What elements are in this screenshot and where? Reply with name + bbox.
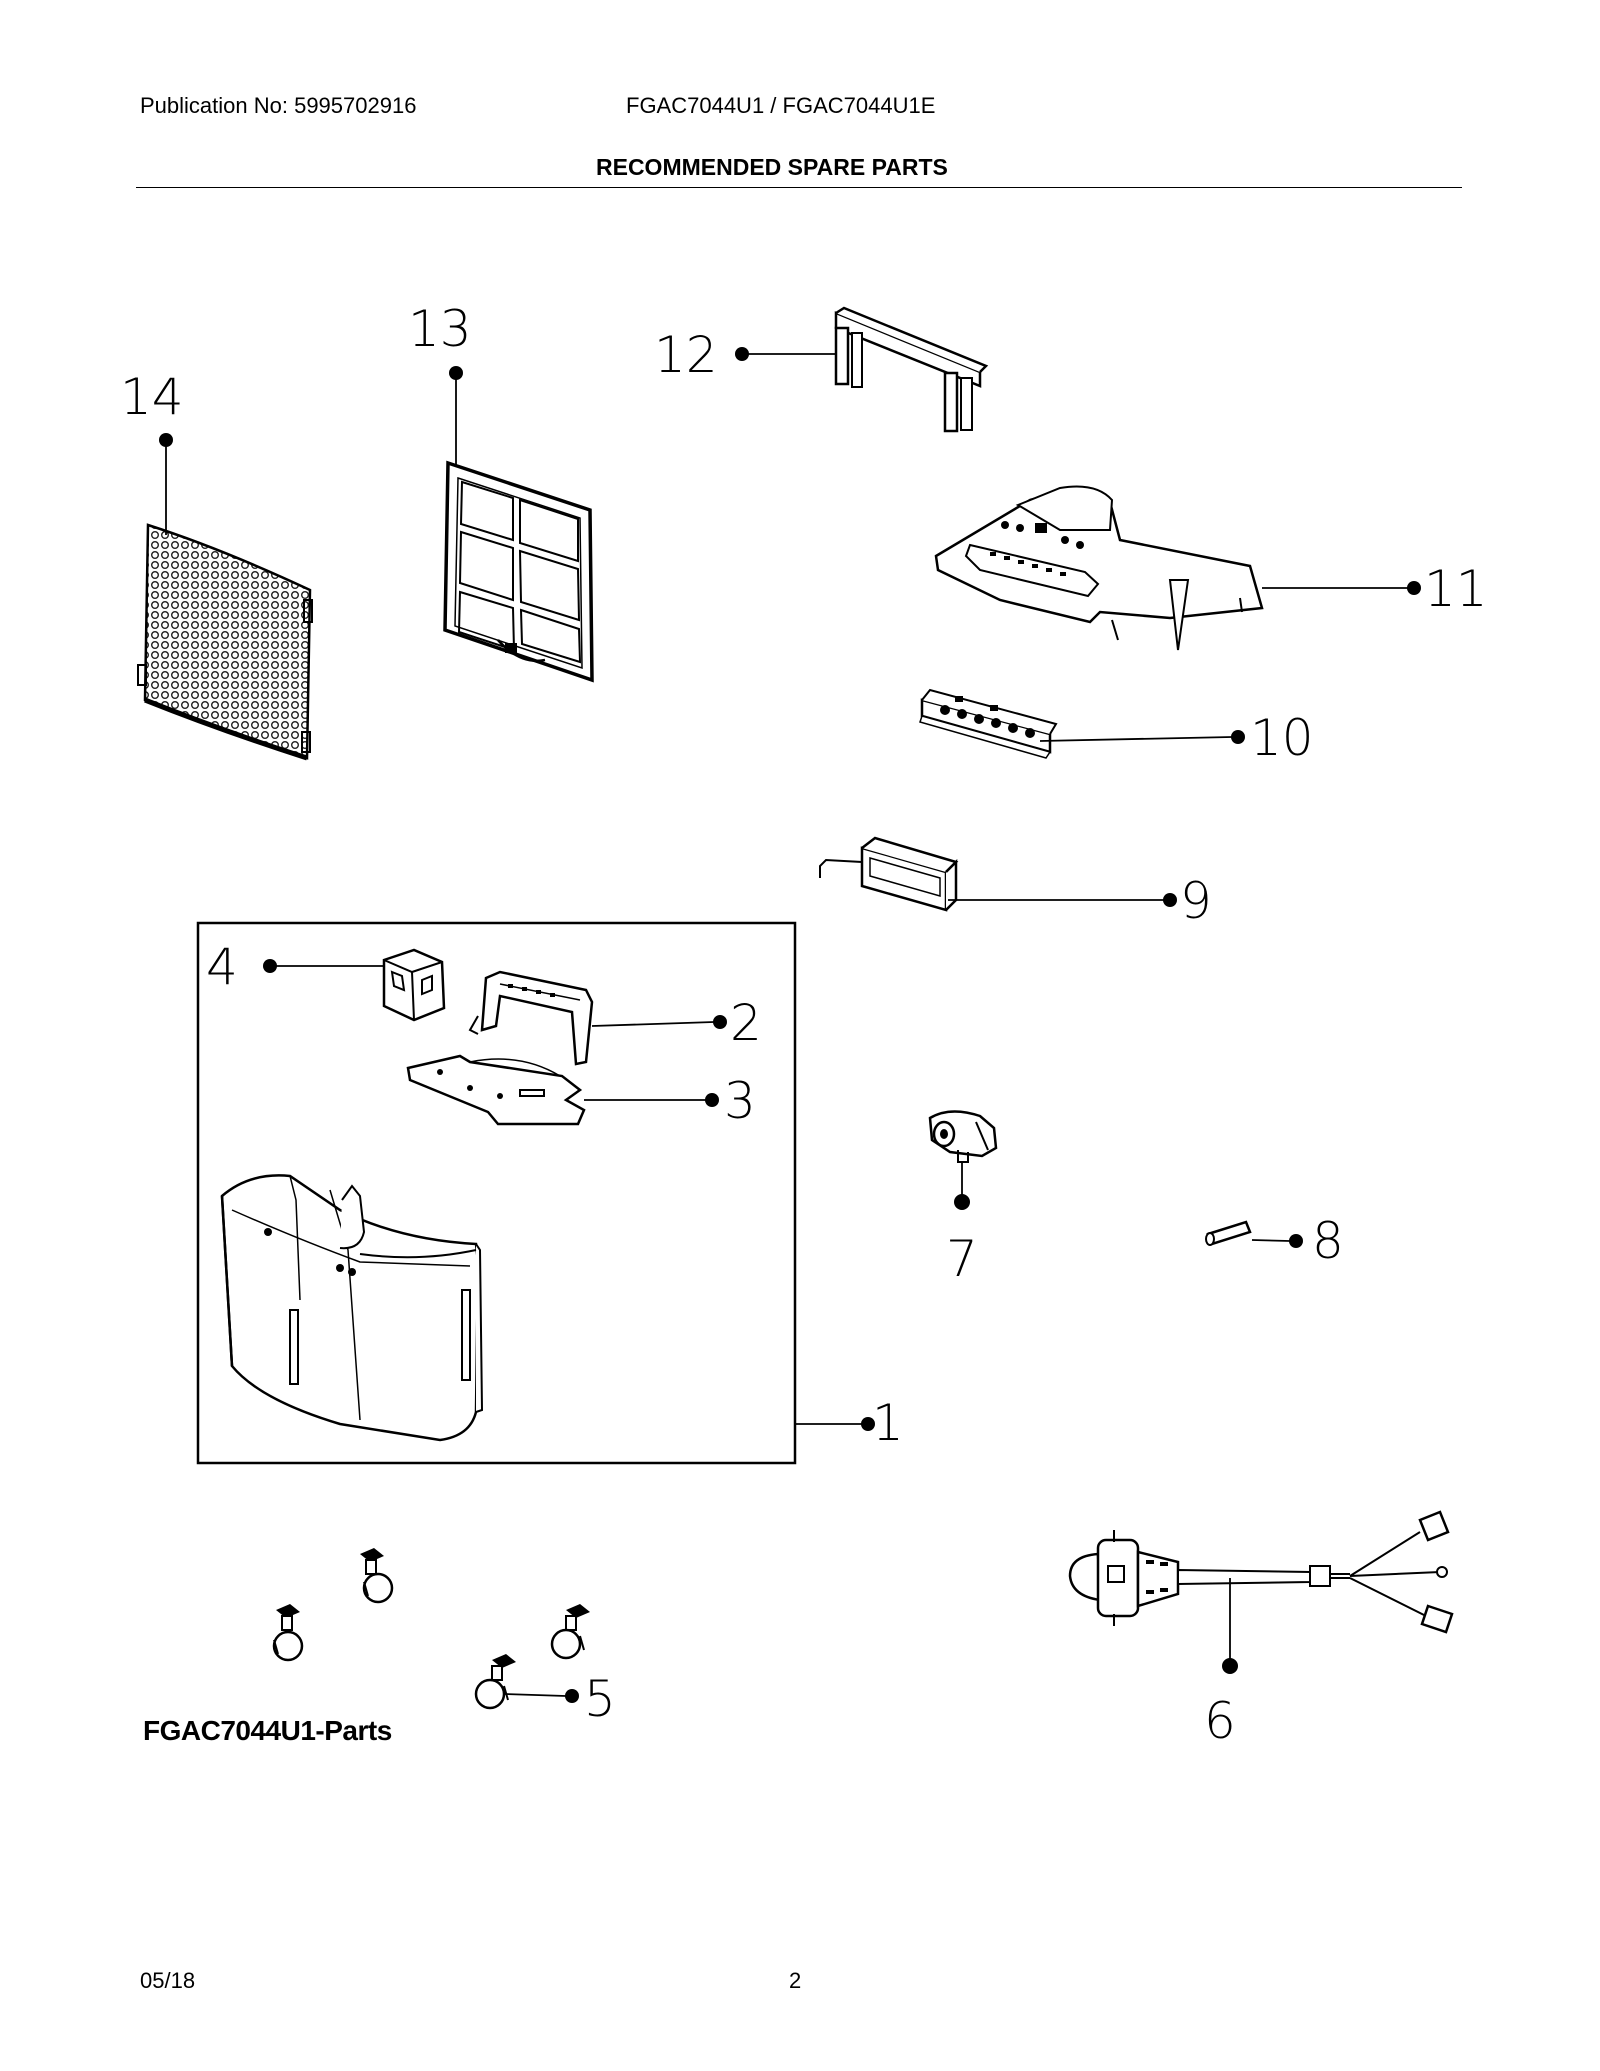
part-12-handle [735,306,989,433]
part-13-air-filter [443,366,594,683]
callout-12: 12 [654,326,718,384]
callout-3: 3 [724,1072,756,1130]
callout-5: 5 [584,1670,616,1728]
part-9-module-box [819,836,1177,912]
part-1-water-bucket [220,1174,875,1442]
part-4-float [263,948,446,1022]
callout-4: 4 [206,938,238,996]
bucket-assembly-box [196,921,797,1465]
callout-labels: 1 2 3 4 5 6 7 8 9 10 11 12 13 14 [120,300,1488,1750]
footer-page-number: 2 [789,1968,802,1993]
part-3-float-bracket [406,1054,719,1126]
part-5-casters [272,1548,590,1710]
model-numbers: FGAC7044U1 / FGAC7044U1E [626,93,936,118]
part-11-top-cover [934,485,1421,651]
caster-a [360,1548,394,1604]
callout-14: 14 [120,368,184,426]
part-7-drain-fitting [928,1110,998,1210]
callout-10: 10 [1250,709,1314,767]
part-2-bucket-handle [468,970,727,1066]
callout-2: 2 [730,994,762,1052]
caster-c [550,1604,590,1660]
footer-date: 05/18 [140,1968,196,1993]
callout-8: 8 [1312,1212,1344,1270]
caster-b [272,1604,304,1662]
callout-6: 6 [1204,1692,1236,1750]
header-divider [136,187,1462,188]
callout-7: 7 [946,1230,978,1288]
callout-11: 11 [1424,560,1488,618]
page-title: RECOMMENDED SPARE PARTS [596,154,948,180]
caster-d [474,1654,516,1710]
publication-number: Publication No: 5995702916 [140,93,417,118]
part-14-front-grille [137,433,313,761]
callout-9: 9 [1180,872,1212,930]
part-10-control-board [919,688,1245,759]
parts-list-caption: FGAC7044U1-Parts [143,1715,392,1746]
part-6-power-cord [1068,1510,1454,1674]
part-8-drain-plug [1205,1220,1303,1248]
callout-1: 1 [872,1394,904,1452]
callout-13: 13 [408,300,472,358]
